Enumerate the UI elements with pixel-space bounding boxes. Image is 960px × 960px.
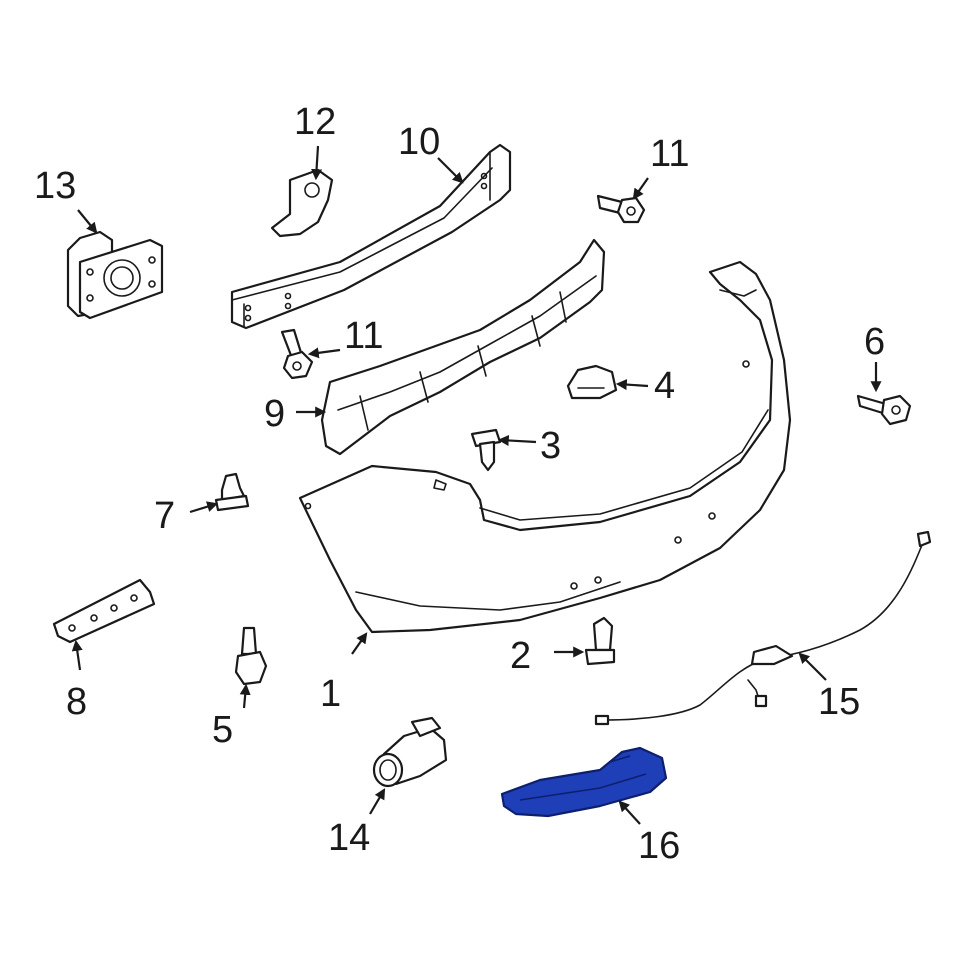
part-10-reinforcement-beam[interactable]	[230, 143, 512, 330]
part-2-push-clip[interactable]	[584, 616, 616, 666]
callout-8: 8	[66, 681, 87, 723]
callout-9: 9	[264, 393, 285, 435]
part-5-stud[interactable]	[234, 626, 268, 686]
part-13-bracket[interactable]	[66, 230, 164, 320]
callout-3: 3	[540, 425, 561, 467]
part-9-energy-absorber[interactable]	[320, 238, 606, 456]
callout-7: 7	[154, 495, 175, 537]
callout-12: 12	[294, 101, 336, 143]
part-14-parking-sensor[interactable]	[372, 716, 448, 788]
part-7-clip[interactable]	[214, 472, 250, 512]
part-4-cover[interactable]	[566, 364, 618, 400]
part-1-bumper-cover[interactable]	[298, 260, 792, 634]
part-16-reflector[interactable]	[500, 746, 668, 818]
callout-15: 15	[818, 681, 860, 723]
callout-11-upper: 11	[650, 133, 689, 175]
callout-1: 1	[320, 673, 341, 715]
callout-11-lower: 11	[344, 315, 383, 357]
part-15-wiring-harness[interactable]	[594, 530, 932, 726]
part-6-bolt[interactable]	[856, 394, 912, 426]
part-11-bolt-upper[interactable]	[596, 194, 646, 224]
callout-16: 16	[638, 825, 680, 867]
part-3-push-clip[interactable]	[470, 428, 502, 472]
callout-14: 14	[328, 817, 370, 859]
callout-2: 2	[510, 635, 531, 677]
part-11-bolt-lower[interactable]	[280, 328, 314, 380]
callout-6: 6	[864, 321, 885, 363]
callout-10: 10	[398, 121, 440, 163]
callout-5: 5	[212, 709, 233, 751]
part-12-bracket[interactable]	[270, 168, 334, 238]
part-8-plate[interactable]	[52, 578, 156, 644]
callout-4: 4	[654, 365, 675, 407]
leader-lines	[71, 145, 882, 825]
callout-labels: 1 2 3 4 5 6 7 8 9 10 11 11 12 13 14 15 1…	[34, 101, 885, 867]
callout-13: 13	[34, 165, 76, 207]
